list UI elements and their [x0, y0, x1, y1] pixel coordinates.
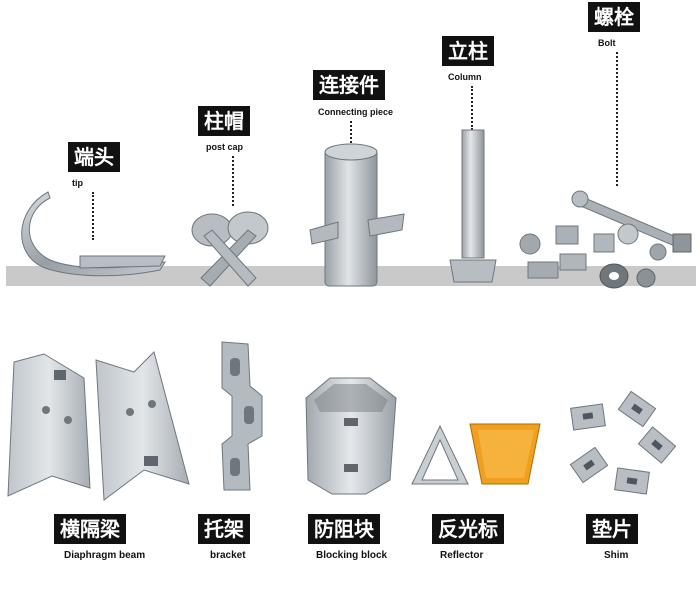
- blocking-block-label-en: Blocking block: [316, 550, 388, 561]
- bolt-label-en: Bolt: [598, 38, 616, 48]
- post-cap-part-image: [191, 211, 269, 287]
- connecting-piece-part-image: [309, 143, 405, 287]
- shim-label-zh: 垫片: [586, 514, 638, 544]
- connecting-piece-label-en: Connecting piece: [318, 107, 394, 117]
- tip-label-zh: 端头: [68, 142, 120, 172]
- blocking-block-part-image: [305, 377, 397, 495]
- tip-label-en: tip: [72, 178, 83, 188]
- reflector-part-image: [411, 423, 541, 485]
- bolt-label-zh: 螺栓: [588, 2, 640, 32]
- column-label-en: Column: [448, 72, 482, 82]
- diaphragm-beam-label-en: Diaphragm beam: [64, 550, 146, 561]
- post-cap-label-en: post cap: [206, 142, 244, 152]
- shim-part-image: [569, 390, 677, 495]
- column-part-image: [449, 129, 497, 283]
- shim-label-en: Shim: [604, 550, 629, 561]
- reflector-label-zh: 反光标: [432, 514, 504, 544]
- connecting-piece-label-zh: 连接件: [313, 70, 385, 100]
- bracket-part-image: [221, 341, 263, 491]
- bracket-label-zh: 托架: [198, 514, 250, 544]
- post-cap-leader: [232, 156, 234, 206]
- tip-leader: [92, 192, 94, 240]
- bolt-part-image: [519, 190, 692, 289]
- diaphragm-beam-part-image: [7, 351, 190, 501]
- blocking-block-label-zh: 防阻块: [308, 514, 380, 544]
- diaphragm-beam-label-zh: 横隔梁: [54, 514, 126, 544]
- post-cap-label-zh: 柱帽: [198, 106, 250, 136]
- connecting-piece-leader: [350, 121, 352, 143]
- bolt-leader: [616, 52, 618, 186]
- column-label-zh: 立柱: [442, 36, 494, 66]
- reflector-label-en: Reflector: [440, 550, 484, 561]
- tip-part-image: [21, 191, 167, 277]
- bracket-label-en: bracket: [210, 550, 246, 561]
- column-leader: [471, 86, 473, 130]
